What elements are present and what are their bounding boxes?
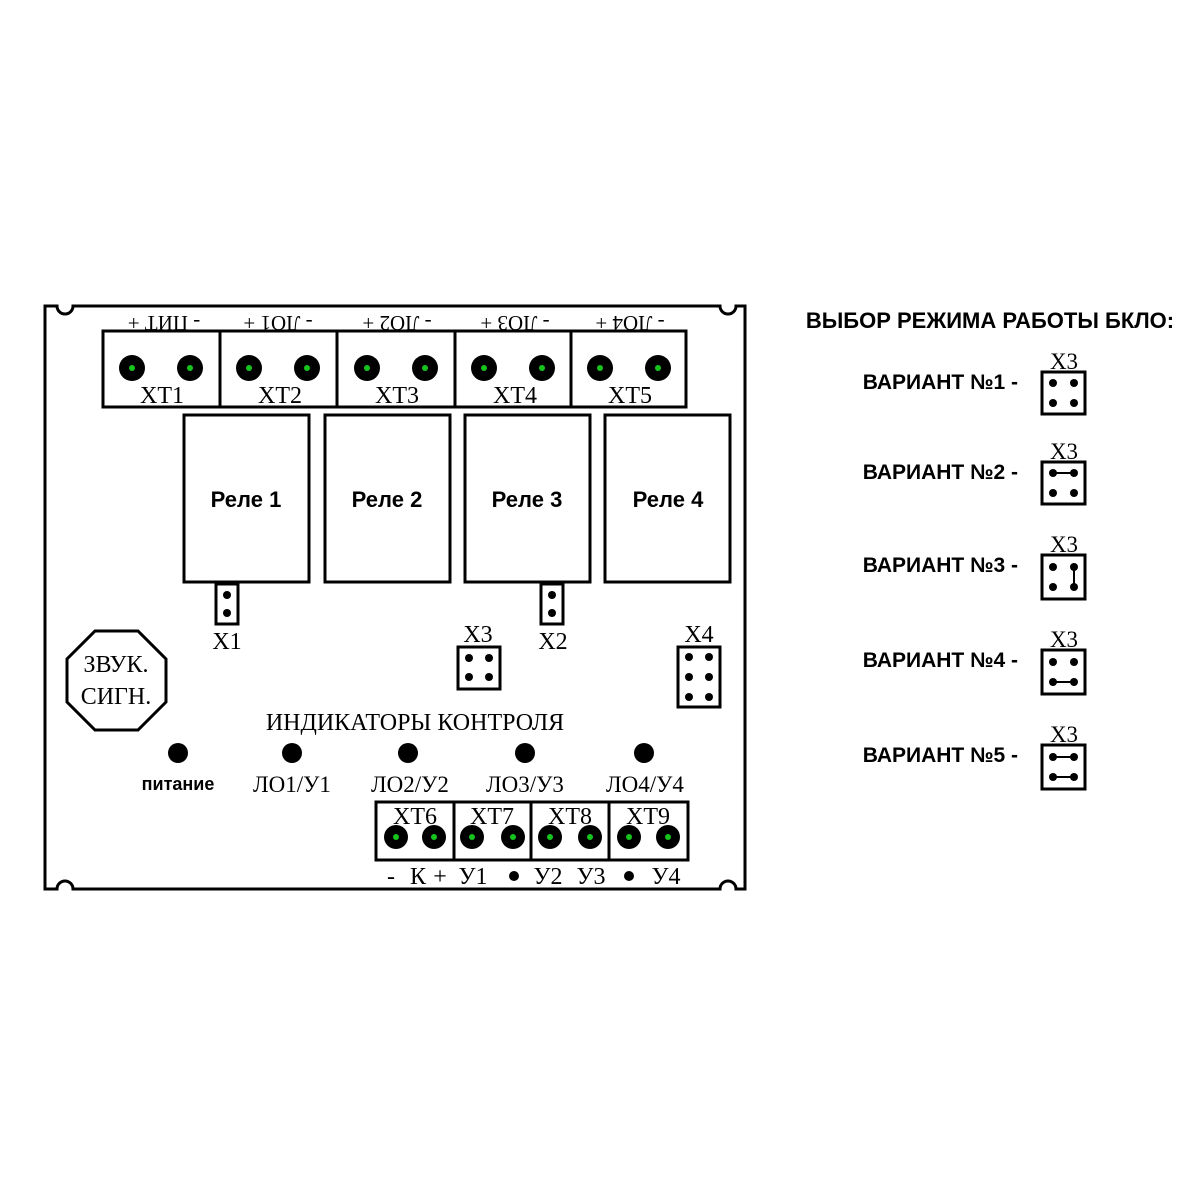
relay-3-label: Реле 3 [492, 487, 563, 512]
variant-3-label: ВАРИАНТ №3 - [863, 554, 1018, 577]
relays: Реле 1 Реле 2 Реле 3 Реле 4 [182, 413, 732, 584]
indicator-lo4 [634, 743, 654, 763]
mode-selection-title: ВЫБОР РЕЖИМА РАБОТЫ БКЛО: [806, 308, 1174, 333]
pin-label-u3: У3 [577, 864, 606, 890]
indicators-title: ИНДИКАТОРЫ КОНТРОЛЯ [266, 710, 564, 736]
relay-2: Реле 2 [323, 413, 452, 584]
terminal-block-xt2: ХТ2 [236, 355, 320, 409]
pin-label-minus: - [387, 864, 395, 890]
variant-2: ВАРИАНТ №2 - Х3 [863, 439, 1087, 506]
connector-x2: Х2 [538, 582, 568, 655]
terminal-label-xt9: ХТ9 [626, 804, 670, 830]
terminal-block-xt1: ХТ1 [119, 355, 203, 409]
terminal-screw [529, 355, 555, 381]
connector-x4: Х4 [676, 622, 722, 709]
terminal-label-xt6: ХТ6 [393, 804, 437, 830]
pin-label-u4: У4 [652, 864, 681, 890]
terminal-screw [294, 355, 320, 381]
indicator-lo1 [282, 743, 302, 763]
terminal-block-xt3: ХТ3 [354, 355, 438, 409]
relay-3: Реле 3 [463, 413, 592, 584]
pin-dot [624, 871, 634, 881]
terminal-screw [177, 355, 203, 381]
indicator-label-power: питание [142, 774, 215, 794]
indicator-label-lo1: ЛО1/У1 [253, 772, 331, 797]
terminal-screw [501, 825, 525, 849]
sound-signal-line2: СИГН. [81, 684, 152, 710]
terminal-block-xt9: ХТ9 [617, 804, 680, 849]
indicator-label-lo4: ЛО4/У4 [606, 772, 684, 797]
variant-3: ВАРИАНТ №3 - Х3 [863, 532, 1087, 601]
relay-4: Реле 4 [603, 413, 732, 584]
terminal-screw [354, 355, 380, 381]
variant-2-jumper-label: Х3 [1050, 439, 1078, 464]
connector-label-x1: Х1 [212, 629, 241, 655]
terminal-screw [578, 825, 602, 849]
terminal-screw [422, 825, 446, 849]
relay-1-label: Реле 1 [211, 487, 282, 512]
terminal-strip-bottom: ХТ6 ХТ7 ХТ8 ХТ9 - К + У1 У2 У3 У4 [374, 800, 690, 890]
indicator-lo2 [398, 743, 418, 763]
terminal-screw [471, 355, 497, 381]
terminal-screw [645, 355, 671, 381]
connector-label-x4: Х4 [684, 622, 713, 648]
terminal-screw [587, 355, 613, 381]
pin-label-u2: У2 [534, 864, 563, 890]
terminal-label-xt4: ХТ4 [493, 383, 537, 409]
terminal-screw [119, 355, 145, 381]
indicator-label-lo2: ЛО2/У2 [371, 772, 449, 797]
terminal-block-xt5: ХТ5 [587, 355, 671, 409]
pin-dot [509, 871, 519, 881]
terminal-label-xt8: ХТ8 [548, 804, 592, 830]
terminal-label-xt1: ХТ1 [140, 383, 184, 409]
connector-label-x2: Х2 [538, 629, 567, 655]
terminal-screw [460, 825, 484, 849]
terminal-screw [236, 355, 262, 381]
variant-5-jumper-label: Х3 [1050, 722, 1078, 747]
board-outline [43, 304, 747, 891]
variant-4-label: ВАРИАНТ №4 - [863, 649, 1018, 672]
terminal-screw [617, 825, 641, 849]
variant-4-jumper-label: Х3 [1050, 627, 1078, 652]
relay-4-label: Реле 4 [633, 487, 704, 512]
pin-label-u1: У1 [459, 864, 488, 890]
terminal-strip-top: ХТ1 ХТ2 ХТ3 ХТ4 ХТ5 [101, 329, 688, 409]
terminal-screw [412, 355, 438, 381]
variant-2-label: ВАРИАНТ №2 - [863, 461, 1018, 484]
terminal-screw [538, 825, 562, 849]
jumper-x3: Х3 [456, 622, 502, 691]
pin-label-k: К [410, 864, 427, 890]
terminal-label-xt3: ХТ3 [375, 383, 419, 409]
indicator-label-lo3: ЛО3/У3 [486, 772, 564, 797]
variant-1-jumper-label: Х3 [1050, 349, 1078, 374]
relay-2-label: Реле 2 [352, 487, 423, 512]
terminal-label-xt5: ХТ5 [608, 383, 652, 409]
variant-3-jumper-label: Х3 [1050, 532, 1078, 557]
sound-signal: ЗВУК. СИГН. [65, 629, 168, 732]
terminal-block-xt8: ХТ8 [538, 804, 602, 849]
indicator-power [168, 743, 188, 763]
indicator-lo3 [515, 743, 535, 763]
terminal-label-xt2: ХТ2 [258, 383, 302, 409]
terminal-block-xt7: ХТ7 [460, 804, 525, 849]
terminal-block-xt6: ХТ6 [384, 804, 446, 849]
terminal-screw [656, 825, 680, 849]
mode-selection: ВЫБОР РЕЖИМА РАБОТЫ БКЛО: ВАРИАНТ №1 - Х… [806, 308, 1174, 791]
terminal-label-xt7: ХТ7 [470, 804, 514, 830]
terminal-screw [384, 825, 408, 849]
relay-1: Реле 1 [182, 413, 311, 584]
connector-x1: Х1 [212, 582, 242, 655]
variant-4: ВАРИАНТ №4 - Х3 [863, 627, 1087, 696]
variant-5: ВАРИАНТ №5 - Х3 [863, 722, 1087, 791]
jumper-label-x3: Х3 [463, 622, 492, 648]
pin-label-plus: + [433, 864, 447, 890]
variant-1: ВАРИАНТ №1 - Х3 [863, 349, 1087, 416]
variant-5-label: ВАРИАНТ №5 - [863, 744, 1018, 767]
sound-signal-line1: ЗВУК. [83, 652, 148, 678]
terminal-block-xt4: ХТ4 [471, 355, 555, 409]
indicators: ИНДИКАТОРЫ КОНТРОЛЯ питание ЛО1/У1 ЛО2/У… [142, 710, 685, 797]
variant-1-label: ВАРИАНТ №1 - [863, 371, 1018, 394]
